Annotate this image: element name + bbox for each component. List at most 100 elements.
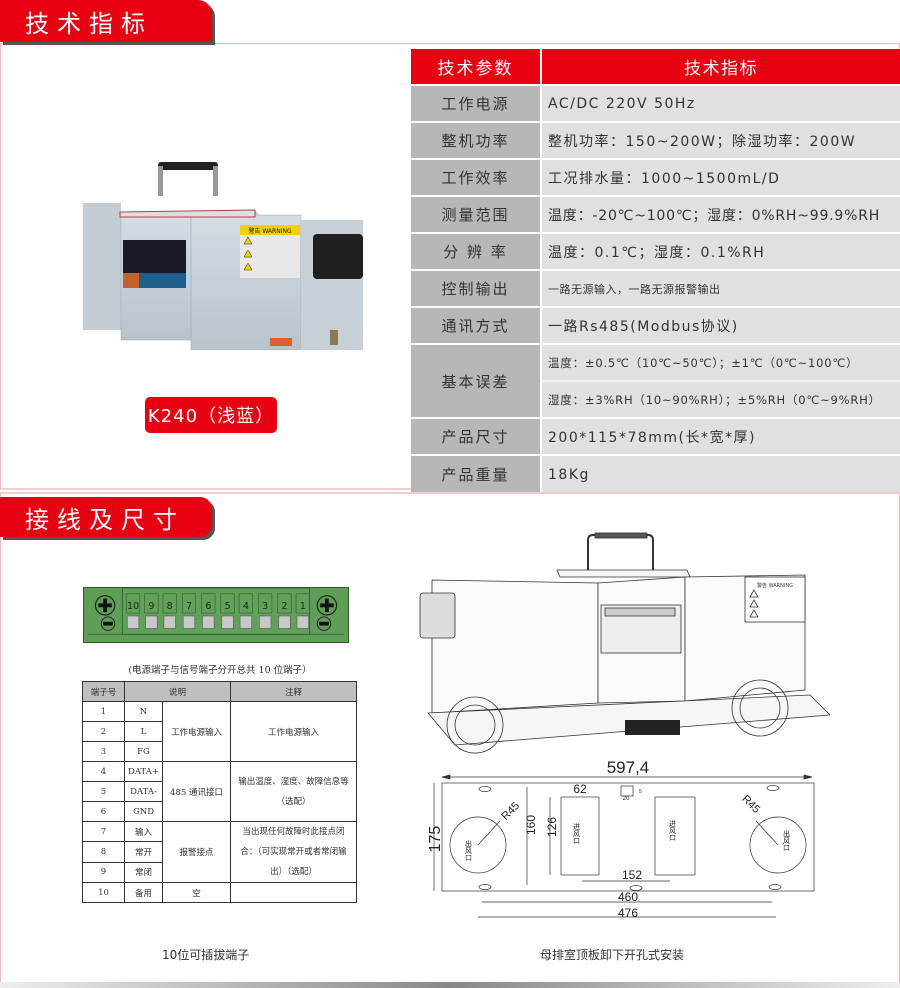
terminal-pin: DATA+ [124,761,163,782]
terminal-pin: 输入 [124,820,163,843]
mounting-caption: 母排室顶板卸下开孔式安装 [540,948,685,962]
spec-key: 通讯方式 [411,308,542,343]
header-note: 注释 [230,681,357,702]
side-handle [313,234,363,279]
svg-text:160: 160 [524,815,538,835]
table-row: 2 L [82,721,357,742]
spec-key: 工作电源 [411,86,542,121]
terminal-no: 3 [82,741,125,762]
header-param: 技术参数 [411,49,542,84]
svg-text:476: 476 [618,906,638,920]
spec-value: AC/DC 220V 50Hz [542,86,900,121]
svg-text:10: 10 [127,601,139,612]
svg-text:出风口: 出风口 [783,829,791,851]
svg-text:126: 126 [545,817,559,837]
svg-text:警告 WARNING: 警告 WARNING [248,227,292,235]
svg-text:6: 6 [205,601,211,612]
svg-text:152: 152 [622,868,642,882]
plus-screw-icon-right [316,595,338,616]
spec-value-line: 湿度：±3%RH（10~90%RH）；±5%RH（0℃~9%RH） [542,380,900,417]
terminal-no: 6 [82,801,125,822]
spec-value: 18Kg [542,456,900,493]
spec-row: 工作效率 工况排水量：1000~1500mL/D [411,160,900,197]
svg-text:出风口: 出风口 [465,839,473,861]
spec-row: 通讯方式 一路Rs485(Modbus协议) [411,308,900,345]
svg-text:20: 20 [623,796,630,802]
spec-row: 产品尺寸 200*115*78mm(长*宽*厚) [411,419,900,456]
wiring-table: 端子号 说明 注释 1 N 工作电源输入 工作电源输入 2 L 3 FG 4 D… [82,681,357,903]
svg-text:进风口: 进风口 [573,823,581,844]
svg-text:进风口: 进风口 [669,820,677,841]
spec-key: 测量范围 [411,197,542,232]
table-row: 4 DATA+ 485 通讯接口 输出温度、湿度、故障信息等（选配） [82,761,357,822]
svg-text:597,4: 597,4 [607,758,650,777]
terminal-pin: DATA- [124,781,163,802]
group-note: 工作电源输入 [230,701,357,762]
product-model-label: K240（浅蓝） [145,397,277,433]
spec-value: 温度：0.1℃；湿度：0.1%RH [542,234,900,269]
terminal-pin: 常开 [124,841,163,863]
group-note: 当出现任何故障时此接点闭合：（可实现常开或者常闭输出）（选配） [230,821,357,883]
spec-key: 产品重量 [411,456,542,493]
svg-text:5: 5 [639,789,642,795]
spec-value: 温度：-20℃~100℃；湿度：0%RH~99.9%RH [542,197,900,232]
specs-section-title: 技术指标 [0,0,212,42]
spec-row: 工作电源 AC/DC 220V 50Hz [411,86,900,123]
spec-value: 200*115*78mm(长*宽*厚) [542,419,900,454]
terminal-pin: GND [124,801,163,822]
spec-key: 控制输出 [411,271,542,306]
minus-screw-icon-right [316,616,332,631]
terminal-pin: 常闭 [124,861,163,884]
group-note: 输出温度、湿度、故障信息等（选配） [230,761,357,822]
bottom-divider [0,982,900,988]
header-terminal-no: 端子号 [82,681,125,702]
spec-row: 整机功率 整机功率：150~200W；除湿功率：200W [411,123,900,160]
svg-text:460: 460 [618,890,638,904]
terminal-pin: 备用 [124,882,163,903]
wiring-section-title: 接线及尺寸 [0,497,212,537]
table-row: 1 N 工作电源输入 工作电源输入 [82,701,357,762]
svg-text:3: 3 [262,601,268,612]
spec-table: 技术参数 技术指标 工作电源 AC/DC 220V 50Hz 整机功率 整机功率… [411,49,900,493]
warning-label [240,225,300,235]
terminal-no: 7 [82,820,125,843]
handle-grip [158,162,218,170]
spec-key: 分 辨 率 [411,234,542,269]
spec-value: 一路无源输入，一路无源报警输出 [542,271,900,306]
spec-row: 产品重量 18Kg [411,456,900,493]
minus-screw-icon-left [100,616,116,631]
spec-value: 温度：±0.5℃（10℃~50℃）；±1℃（0℃~100℃） 湿度：±3%RH（… [542,345,900,417]
spec-key: 产品尺寸 [411,419,542,454]
group-desc: 报警接点 [162,821,231,883]
header-description: 说明 [124,681,231,702]
table-row: 10 备用 空 [82,882,357,903]
spec-row: 测量范围 温度：-20℃~100℃；湿度：0%RH~99.9%RH [411,197,900,234]
svg-text:7: 7 [186,601,192,612]
spec-key: 整机功率 [411,123,542,158]
table-row: 7 输入 报警接点 当出现任何故障时此接点闭合：（可实现常开或者常闭输出）（选配… [82,820,357,883]
terminal-note: (电源端子与信号端子分开总共 10 位端子） [128,665,312,676]
wiring-table-header: 端子号 说明 注释 [82,681,357,702]
svg-text:1: 1 [300,601,306,612]
svg-text:5: 5 [225,601,231,612]
mounting-dimension-drawing: 597,4 175 R45 出风口 R45 出风口 160 进风口 126 62… [427,758,815,920]
spec-key: 工作效率 [411,160,542,195]
spec-row: 控制输出 一路无源输入，一路无源报警输出 [411,271,900,308]
terminal-no: 9 [82,861,125,884]
group-note [230,882,357,903]
spec-value-line: 温度：±0.5℃（10℃~50℃）；±1℃（0℃~100℃） [548,355,859,370]
svg-text:8: 8 [167,601,173,612]
terminal-no: 8 [82,841,125,863]
terminal-caption: 10位可插拔端子 [162,948,250,962]
terminal-no: 2 [82,721,125,742]
table-row: 9 常闭 [82,861,357,884]
header-value: 技术指标 [542,49,900,84]
svg-text:62: 62 [573,782,587,796]
svg-text:4: 4 [243,601,249,612]
spec-value: 工况排水量：1000~1500mL/D [542,160,900,195]
group-desc: 工作电源输入 [162,701,231,762]
terminal-pins [126,615,309,629]
spec-row: 基本误差 温度：±0.5℃（10℃~50℃）；±1℃（0℃~100℃） 湿度：±… [411,345,900,419]
spec-value: 整机功率：150~200W；除湿功率：200W [542,123,900,158]
terminal-no: 5 [82,781,125,802]
